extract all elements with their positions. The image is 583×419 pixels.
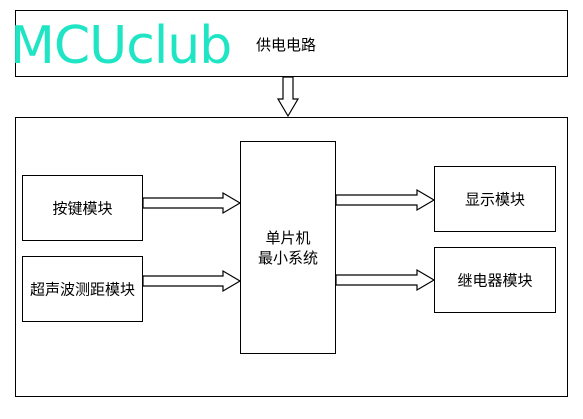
power-supply-box: 供电电路 — [15, 10, 568, 77]
power-supply-label: 供电电路 — [256, 36, 317, 54]
mcu-label-line2: 最小系统 — [257, 248, 318, 267]
mcu-system-box: 单片机 最小系统 — [240, 141, 336, 354]
arrow-keypad-to-mcu — [142, 191, 242, 215]
mcuclub-watermark: MCUclub — [10, 16, 232, 76]
ultrasonic-module-box: 超声波测距模块 — [22, 256, 143, 322]
display-module-box: 显示模块 — [434, 166, 556, 232]
mcu-system-label: 单片机 最小系统 — [241, 228, 335, 268]
ultrasonic-module-label: 超声波测距模块 — [29, 280, 135, 299]
arrow-mcu-to-display — [335, 188, 436, 212]
keypad-module-label: 按键模块 — [52, 199, 113, 218]
arrow-ultrasonic-to-mcu — [142, 269, 242, 293]
relay-module-box: 继电器模块 — [434, 247, 556, 313]
mcu-label-line1: 单片机 — [265, 228, 311, 247]
relay-module-label: 继电器模块 — [457, 271, 533, 290]
arrow-power-to-system — [276, 76, 300, 118]
display-module-label: 显示模块 — [464, 190, 525, 209]
arrow-mcu-to-relay — [335, 268, 436, 292]
